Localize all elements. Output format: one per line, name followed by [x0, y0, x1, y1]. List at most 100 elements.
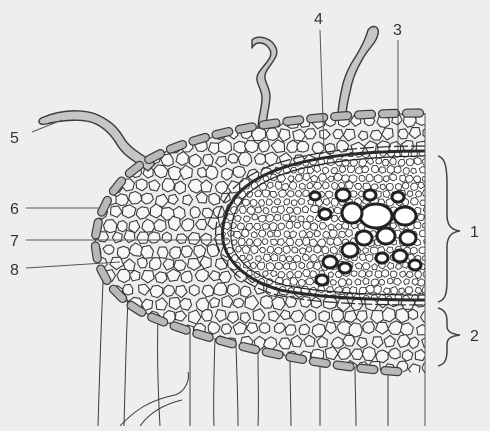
cell — [221, 324, 232, 335]
cell — [275, 262, 283, 270]
cell — [289, 182, 296, 190]
cell — [299, 324, 310, 335]
cell — [208, 218, 220, 230]
cell — [263, 208, 269, 215]
cell — [415, 350, 426, 361]
cell — [346, 279, 352, 286]
cell — [423, 271, 430, 278]
cell — [304, 129, 316, 139]
cell — [90, 297, 101, 307]
cell — [174, 260, 186, 271]
cell — [271, 140, 284, 153]
cell — [347, 166, 354, 173]
cell — [227, 100, 240, 113]
cell — [101, 141, 114, 155]
cell — [168, 195, 178, 205]
cell — [164, 285, 175, 296]
cell — [269, 222, 277, 230]
cell — [195, 269, 208, 282]
cell — [237, 223, 244, 230]
cell — [242, 199, 249, 206]
cell — [293, 255, 300, 262]
cell — [222, 296, 233, 308]
cell — [332, 182, 338, 190]
cell — [157, 247, 168, 258]
cell — [131, 116, 142, 126]
cell — [181, 347, 194, 359]
cell — [303, 237, 311, 245]
cell — [408, 364, 420, 375]
cell — [181, 271, 192, 283]
cell — [142, 219, 155, 232]
cell — [111, 337, 125, 351]
cell — [291, 335, 302, 347]
cell — [155, 272, 167, 283]
cell — [314, 182, 322, 189]
cell — [396, 308, 409, 322]
cell — [358, 131, 367, 140]
cell — [259, 200, 265, 207]
cell — [379, 279, 385, 285]
cell — [241, 286, 252, 297]
cell — [203, 154, 214, 165]
cell — [344, 311, 357, 323]
cell — [334, 207, 341, 214]
cell — [154, 219, 167, 232]
cell — [188, 102, 198, 113]
cell — [417, 214, 424, 221]
label-5: 5 — [10, 130, 19, 147]
cell — [150, 258, 162, 270]
cell — [98, 337, 108, 347]
cell — [183, 195, 193, 205]
cell — [150, 204, 162, 218]
cell — [422, 158, 430, 166]
epidermal-cell — [262, 347, 284, 359]
cell — [168, 116, 179, 128]
cell — [252, 214, 258, 220]
label-7: 7 — [10, 233, 19, 250]
cell — [238, 152, 252, 166]
cell — [104, 168, 118, 181]
cell — [162, 100, 175, 114]
cell — [298, 216, 304, 222]
cell — [338, 347, 351, 359]
cell — [332, 215, 338, 222]
cell — [286, 256, 292, 262]
cell — [267, 246, 274, 253]
cell — [304, 335, 315, 346]
cell — [214, 362, 224, 373]
label-3: 3 — [393, 22, 402, 39]
cell — [123, 284, 133, 295]
cell — [299, 183, 305, 189]
cell — [216, 157, 227, 167]
cell — [394, 166, 401, 173]
cell — [326, 322, 337, 334]
cell — [272, 297, 285, 310]
cell — [406, 159, 414, 166]
cell — [206, 166, 218, 180]
cell — [317, 336, 328, 347]
cell — [278, 223, 285, 230]
cell — [175, 311, 186, 321]
cell — [374, 175, 382, 184]
cell — [291, 104, 302, 115]
cell — [416, 191, 422, 197]
cell — [293, 207, 301, 214]
cell — [138, 101, 148, 112]
cell — [314, 230, 320, 237]
cell — [291, 200, 297, 206]
cell — [305, 103, 317, 114]
cell — [104, 298, 116, 310]
cell — [332, 309, 344, 322]
cell — [162, 179, 174, 192]
cell — [219, 271, 231, 283]
cell — [420, 230, 427, 237]
cell — [320, 130, 331, 140]
epidermal-cell — [215, 335, 237, 348]
label-6: 6 — [10, 201, 19, 218]
cell — [83, 153, 98, 166]
cell — [176, 130, 187, 140]
cell — [189, 285, 199, 296]
cell — [422, 361, 434, 373]
cell — [259, 247, 265, 252]
